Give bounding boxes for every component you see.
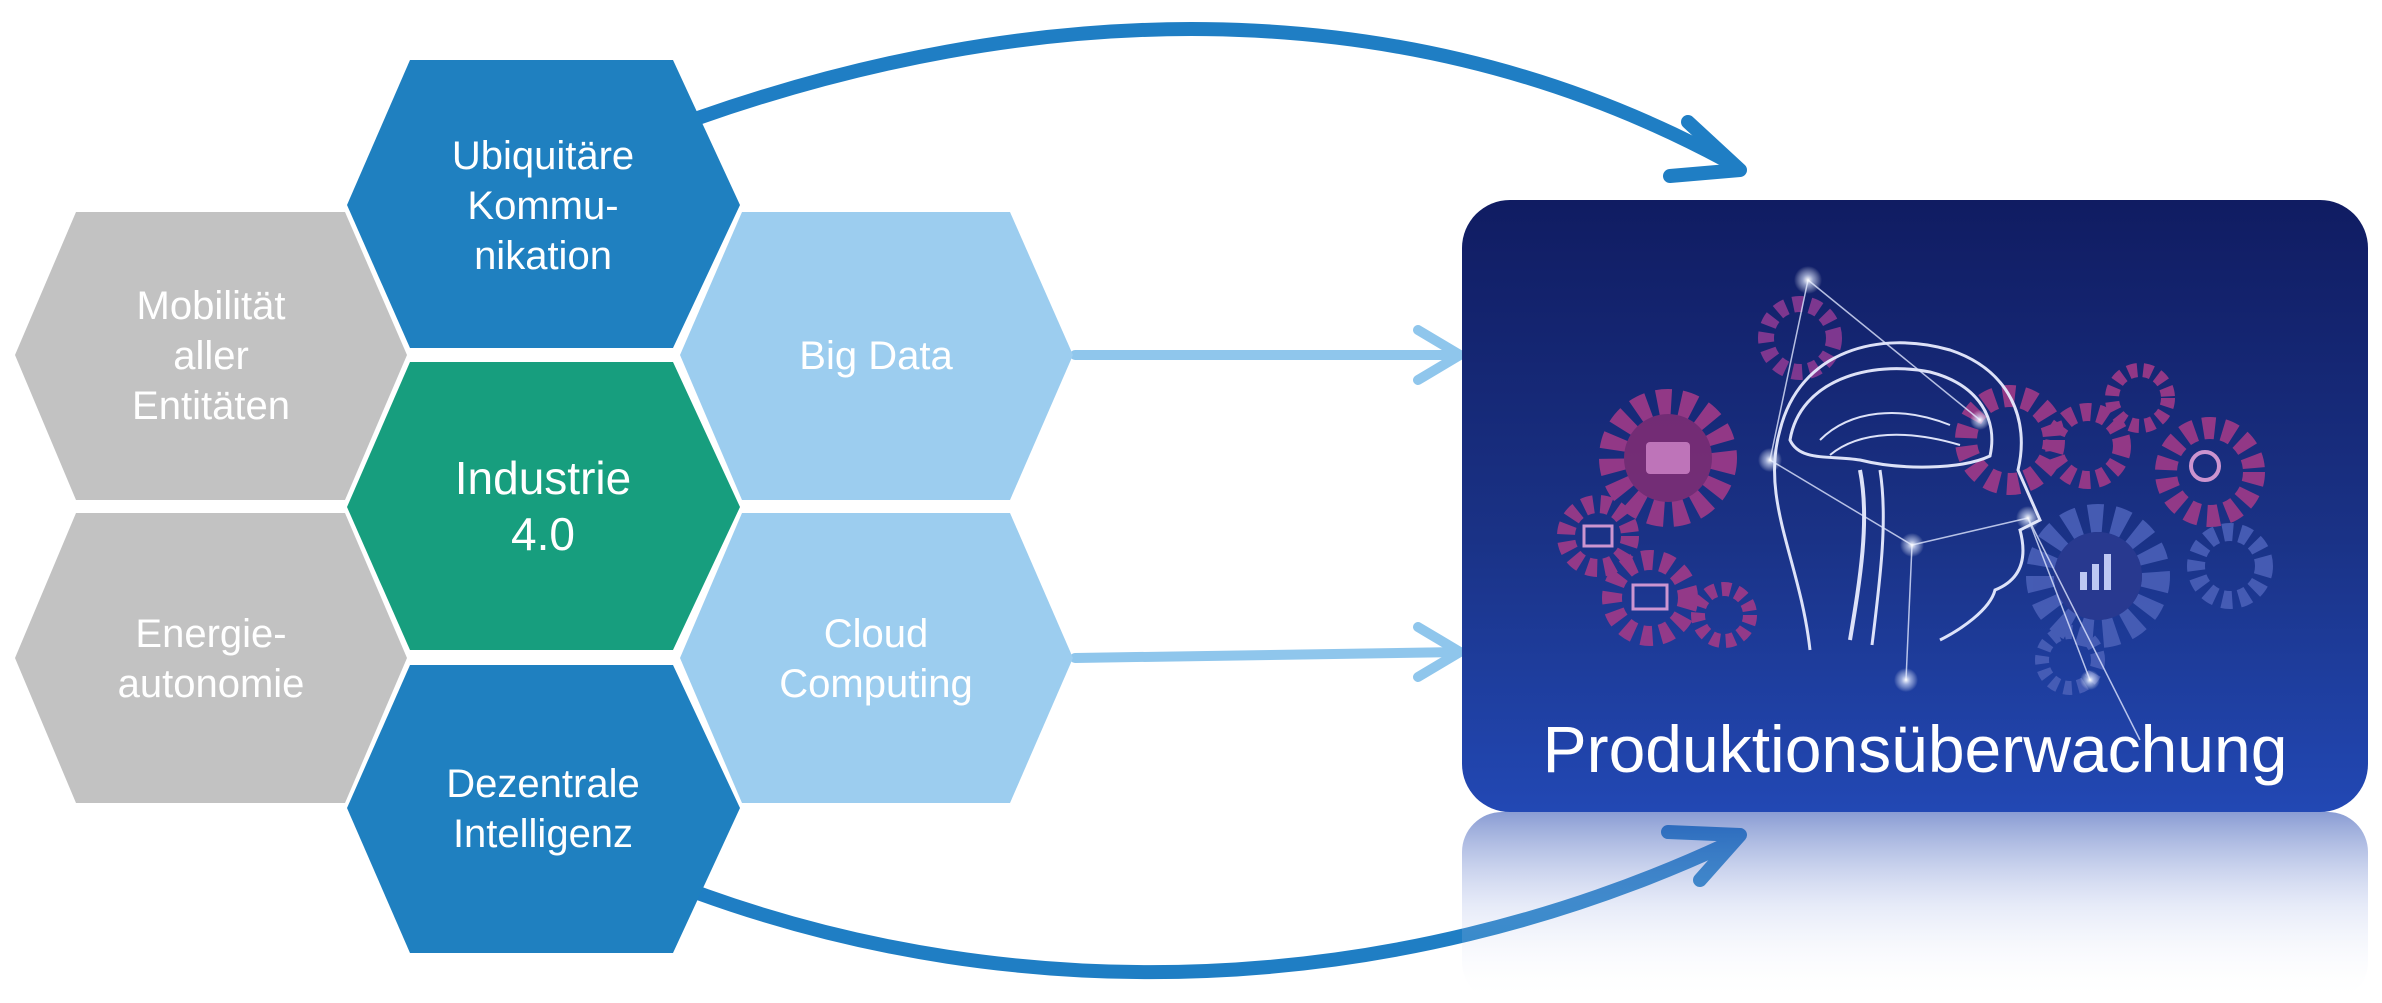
svg-text:Kommu-: Kommu- [467, 184, 618, 228]
monitor-icon [1631, 583, 1669, 611]
hexagon-label-line: Cloud [824, 612, 929, 656]
gear-icon [1758, 296, 1842, 380]
head-brain-illustration [1772, 341, 2042, 651]
svg-text:Intelligenz: Intelligenz [453, 812, 633, 856]
svg-text:aller: aller [173, 334, 249, 378]
cloud-arrow [1070, 647, 1465, 663]
hexagon-dezentral: Dezentrale Intelligenz [347, 665, 740, 953]
gear-icon [1602, 550, 1698, 646]
svg-text:Industrie: Industrie [455, 452, 631, 504]
svg-text:autonomie: autonomie [118, 662, 305, 706]
hexagon-mobilitaet: Mobilität aller Entitäten [15, 212, 407, 500]
svg-text:Ubiquitäre: Ubiquitäre [452, 134, 634, 178]
hexagon-label-line: Industrie [455, 452, 631, 504]
hexagon-label-line: autonomie [118, 662, 305, 706]
hexagon-cloud: Cloud Computing [680, 513, 1073, 803]
hexagon-label-line: 4.0 [511, 508, 575, 560]
gear-icon [2045, 403, 2131, 489]
gear-icon [2105, 363, 2175, 433]
hexagon-label-line: Entitäten [132, 384, 290, 428]
gears-illustration [1557, 296, 2273, 695]
hexagon-label-line: Dezentrale [446, 762, 639, 806]
top-curved-arrow [691, 22, 1732, 167]
chart-icon-bar [2092, 564, 2099, 590]
hexagon-label-line: Kommu- [467, 184, 618, 228]
hexagon-bigdata: Big Data [680, 212, 1073, 500]
svg-text:Dezentrale: Dezentrale [446, 762, 639, 806]
hexagon-industrie: Industrie 4.0 [347, 362, 740, 650]
chart-icon [2080, 572, 2087, 590]
svg-text:Energie-: Energie- [135, 612, 286, 656]
briefcase-icon [1646, 442, 1690, 474]
hexagon-label-line: Energie- [135, 612, 286, 656]
hexagon-label-line: Big Data [799, 334, 953, 378]
network-lines [1769, 279, 2141, 741]
big-data-arrow-head [1413, 325, 1465, 385]
hexagon-ubiquitaer: Ubiquitäre Kommu- nikation [347, 60, 740, 348]
svg-text:Computing: Computing [779, 662, 972, 706]
hexagon-label-line: Mobilität [137, 284, 286, 328]
mail-icon [1582, 524, 1614, 548]
hexagon-energie: Energie- autonomie [15, 513, 407, 803]
svg-text:Big Data: Big Data [799, 334, 953, 378]
top-curved-arrow-head [1663, 115, 1747, 183]
panel-title: Produktionsüberwachung [1543, 712, 2288, 786]
chart-icon-bar [2104, 554, 2111, 590]
hexagon-label-line: nikation [474, 234, 612, 278]
gear-icon [2035, 625, 2105, 695]
panel-reflection [1462, 812, 2368, 1002]
hexagon-label-line: Intelligenz [453, 812, 633, 856]
svg-text:Entitäten: Entitäten [132, 384, 290, 428]
gear-icon [1599, 389, 1737, 527]
network-nodes [1758, 266, 2100, 692]
gear-icon [2155, 417, 2265, 527]
hexagon-label-line: Ubiquitäre [452, 134, 634, 178]
svg-text:Cloud: Cloud [824, 612, 929, 656]
svg-text:Mobilität: Mobilität [137, 284, 286, 328]
hexagon-label-line: aller [173, 334, 249, 378]
search-icon [2189, 450, 2221, 482]
svg-text:4.0: 4.0 [511, 508, 575, 560]
gear-icon [2187, 523, 2273, 609]
production-monitoring-panel: Produktionsüberwachung [1462, 200, 2368, 812]
gear-icon [1691, 582, 1757, 648]
gear-icon [2026, 504, 2170, 648]
cloud-arrow-head [1413, 622, 1465, 682]
gear-icon [1557, 495, 1639, 577]
hexagon-label-line: Computing [779, 662, 972, 706]
svg-text:nikation: nikation [474, 234, 612, 278]
